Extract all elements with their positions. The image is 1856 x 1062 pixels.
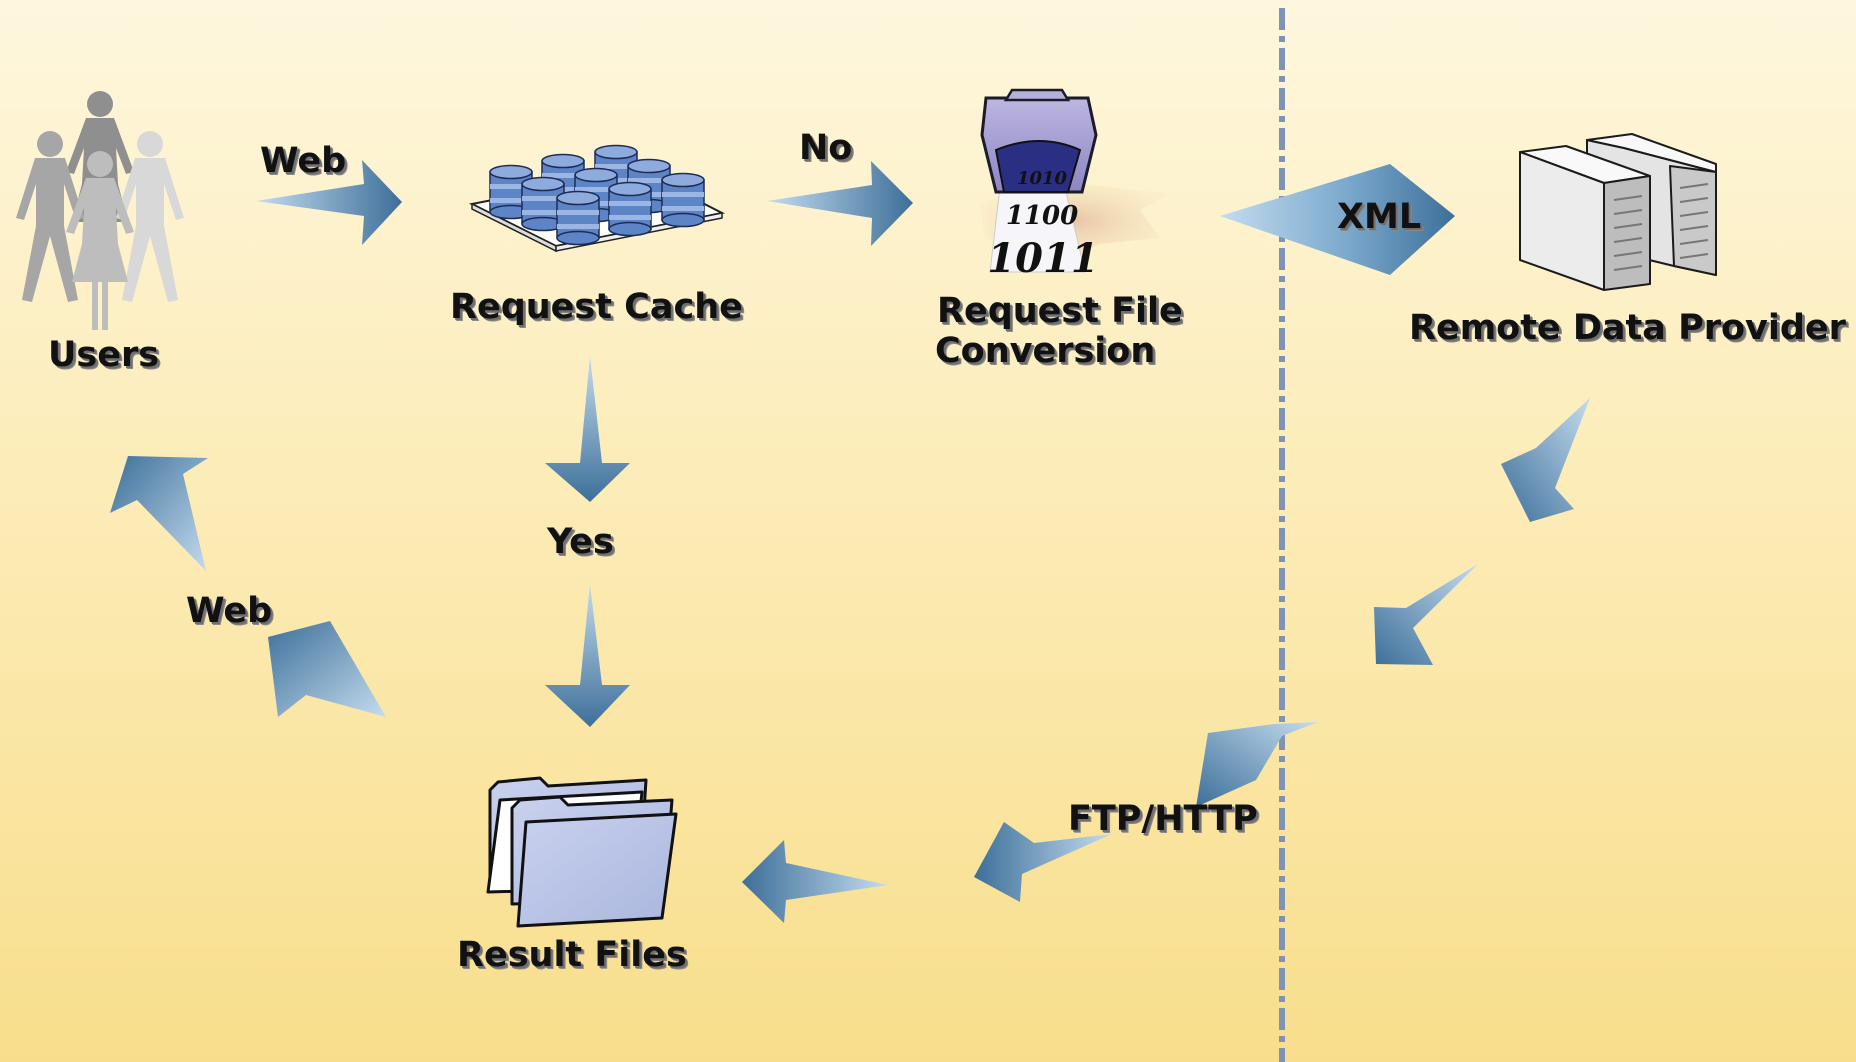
arrow-provider-down xyxy=(1501,398,1590,522)
ftp-http-label: FTP/HTTP xyxy=(1068,799,1258,839)
arrow-users-to-cache xyxy=(256,160,402,245)
binary-converter-icon: 1010 1100 1011 xyxy=(980,88,1170,282)
result-files-label: Result Files xyxy=(457,935,687,975)
folder-stack-icon xyxy=(486,776,678,928)
conversion-label-line2: Conversion xyxy=(935,331,1156,371)
arrow-conversion-to-provider xyxy=(1220,164,1455,275)
arrow-files-to-web xyxy=(268,621,386,717)
remote-provider-label: Remote Data Provider xyxy=(1409,308,1846,348)
no-label: No xyxy=(799,128,853,168)
arrow-ftp-http-to-left xyxy=(974,822,1112,902)
request-cache-label: Request Cache xyxy=(450,287,743,327)
users-label: Users xyxy=(48,335,160,375)
conversion-label-line1: Request File xyxy=(937,291,1183,331)
arrow-ftp-http-mid xyxy=(1196,722,1318,807)
users-icon xyxy=(16,91,184,330)
arrow-to-result-files xyxy=(742,840,888,923)
binary-text-row2: 1100 xyxy=(1006,201,1078,231)
binary-text-row1: 1010 xyxy=(1017,168,1068,189)
arrow-cache-yes xyxy=(545,356,630,502)
arrow-cache-to-conversion xyxy=(767,161,913,246)
xml-label: XML xyxy=(1337,197,1422,237)
arrow-web-to-users xyxy=(110,456,208,571)
arrow-yes-to-files xyxy=(545,584,630,727)
database-cluster-icon xyxy=(468,144,726,253)
binary-text-row3: 1011 xyxy=(987,235,1098,282)
yes-label: Yes xyxy=(547,522,614,562)
server-pair-icon xyxy=(1519,133,1717,291)
web-label-bottom: Web xyxy=(186,591,273,631)
web-label-top: Web xyxy=(260,141,347,181)
arrow-provider-down-2 xyxy=(1374,564,1478,665)
